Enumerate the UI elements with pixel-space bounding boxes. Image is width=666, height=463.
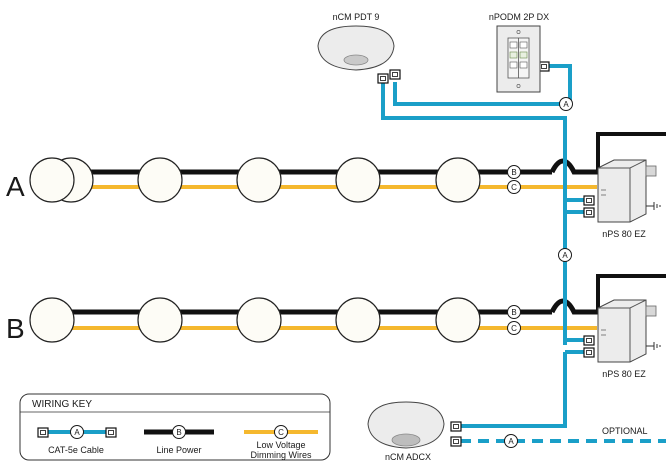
light-fixture (335, 297, 381, 343)
rj45-jacks (377, 61, 595, 447)
svg-text:A: A (563, 100, 569, 109)
rj45-jack-icon (583, 207, 595, 218)
marker-a-optional: A (504, 434, 518, 448)
marker-c-b: C (507, 321, 521, 335)
svg-text:A: A (74, 428, 80, 437)
power-pack-icon (597, 299, 647, 363)
fixture-row-b (29, 297, 481, 343)
light-fixture (435, 297, 481, 343)
wiring-key: WIRING KEY A CAT-5e Cable B Line Power C… (19, 393, 331, 461)
key-low-voltage-label-1: Low Voltage (256, 440, 305, 450)
power-pack-a-label: nPS 80 EZ (602, 229, 646, 239)
ceiling-sensor-label: nCM PDT 9 (333, 12, 380, 22)
svg-text:A: A (508, 437, 514, 446)
svg-text:B: B (511, 168, 516, 177)
sensor-lens-icon (343, 54, 369, 66)
svg-text:C: C (511, 183, 517, 192)
rj45-jack-icon (583, 347, 595, 358)
row-label-b: B (6, 313, 25, 344)
wiring-key-title: WIRING KEY (32, 399, 92, 410)
row-b: B B C (6, 274, 666, 344)
marker-c-a: C (507, 180, 521, 194)
svg-text:C: C (278, 428, 284, 437)
ground-icon (646, 342, 661, 350)
light-fixture (435, 157, 481, 203)
sensor-lens-icon (391, 433, 421, 447)
key-line-power-label: Line Power (156, 445, 201, 455)
wall-switch-device: nPODM 2P DX (489, 12, 549, 93)
light-fixture (137, 157, 183, 203)
light-fixture (335, 157, 381, 203)
light-fixture (137, 297, 183, 343)
sensor-dome-icon (367, 401, 445, 449)
rj45-jack-icon (450, 421, 462, 432)
rj45-jack-icon (105, 427, 117, 438)
cat5e-network (381, 64, 666, 443)
key-cat5e-label: CAT-5e Cable (48, 445, 104, 455)
line-power-feed-a (596, 132, 666, 172)
row-a: A B C (6, 132, 666, 203)
svg-text:B: B (176, 428, 181, 437)
marker-a-link: A (558, 248, 572, 262)
svg-text:B: B (511, 308, 516, 317)
cat5e-sensor-run (381, 82, 567, 212)
light-fixture (29, 297, 75, 343)
light-fixture (29, 157, 75, 203)
svg-text:A: A (562, 251, 568, 260)
power-pack-a-device: nPS 80 EZ (597, 159, 661, 239)
fixture-row-a (29, 157, 481, 203)
line-power-crossing-b (549, 298, 598, 315)
rj45-jack-icon (389, 69, 401, 80)
power-pack-icon (597, 159, 647, 223)
daylight-sensor-device: nCM ADCX (367, 401, 445, 462)
sensor-dome-icon (317, 25, 395, 71)
wall-switch-label: nPODM 2P DX (489, 12, 549, 22)
line-power-feed-b (596, 274, 666, 312)
line-power-crossing-a (549, 158, 598, 175)
cat5e-switch-run (547, 64, 572, 104)
ground-icon (646, 202, 661, 210)
cat5e-daylight-run (460, 352, 567, 428)
light-fixture (236, 157, 282, 203)
light-fixture (236, 297, 282, 343)
marker-b-b: B (507, 305, 521, 319)
key-low-voltage-label-2: Dimming Wires (250, 450, 312, 460)
marker-b-a: B (507, 165, 521, 179)
daylight-sensor-label: nCM ADCX (385, 452, 431, 462)
rj45-jack-icon (37, 427, 49, 438)
marker-a-switch: A (559, 97, 573, 111)
rj45-jack-icon (450, 436, 462, 447)
power-pack-b-label: nPS 80 EZ (602, 369, 646, 379)
svg-text:C: C (511, 324, 517, 333)
cat5e-sensor-run-2 (393, 82, 565, 106)
row-label-a: A (6, 171, 25, 202)
optional-label: OPTIONAL (602, 426, 648, 436)
rj45-jack-icon (583, 195, 595, 206)
ceiling-sensor-device: nCM PDT 9 (317, 12, 395, 71)
power-pack-b-device: nPS 80 EZ (597, 299, 661, 379)
rj45-jack-icon (377, 73, 389, 84)
rj45-jack-icon (583, 335, 595, 346)
